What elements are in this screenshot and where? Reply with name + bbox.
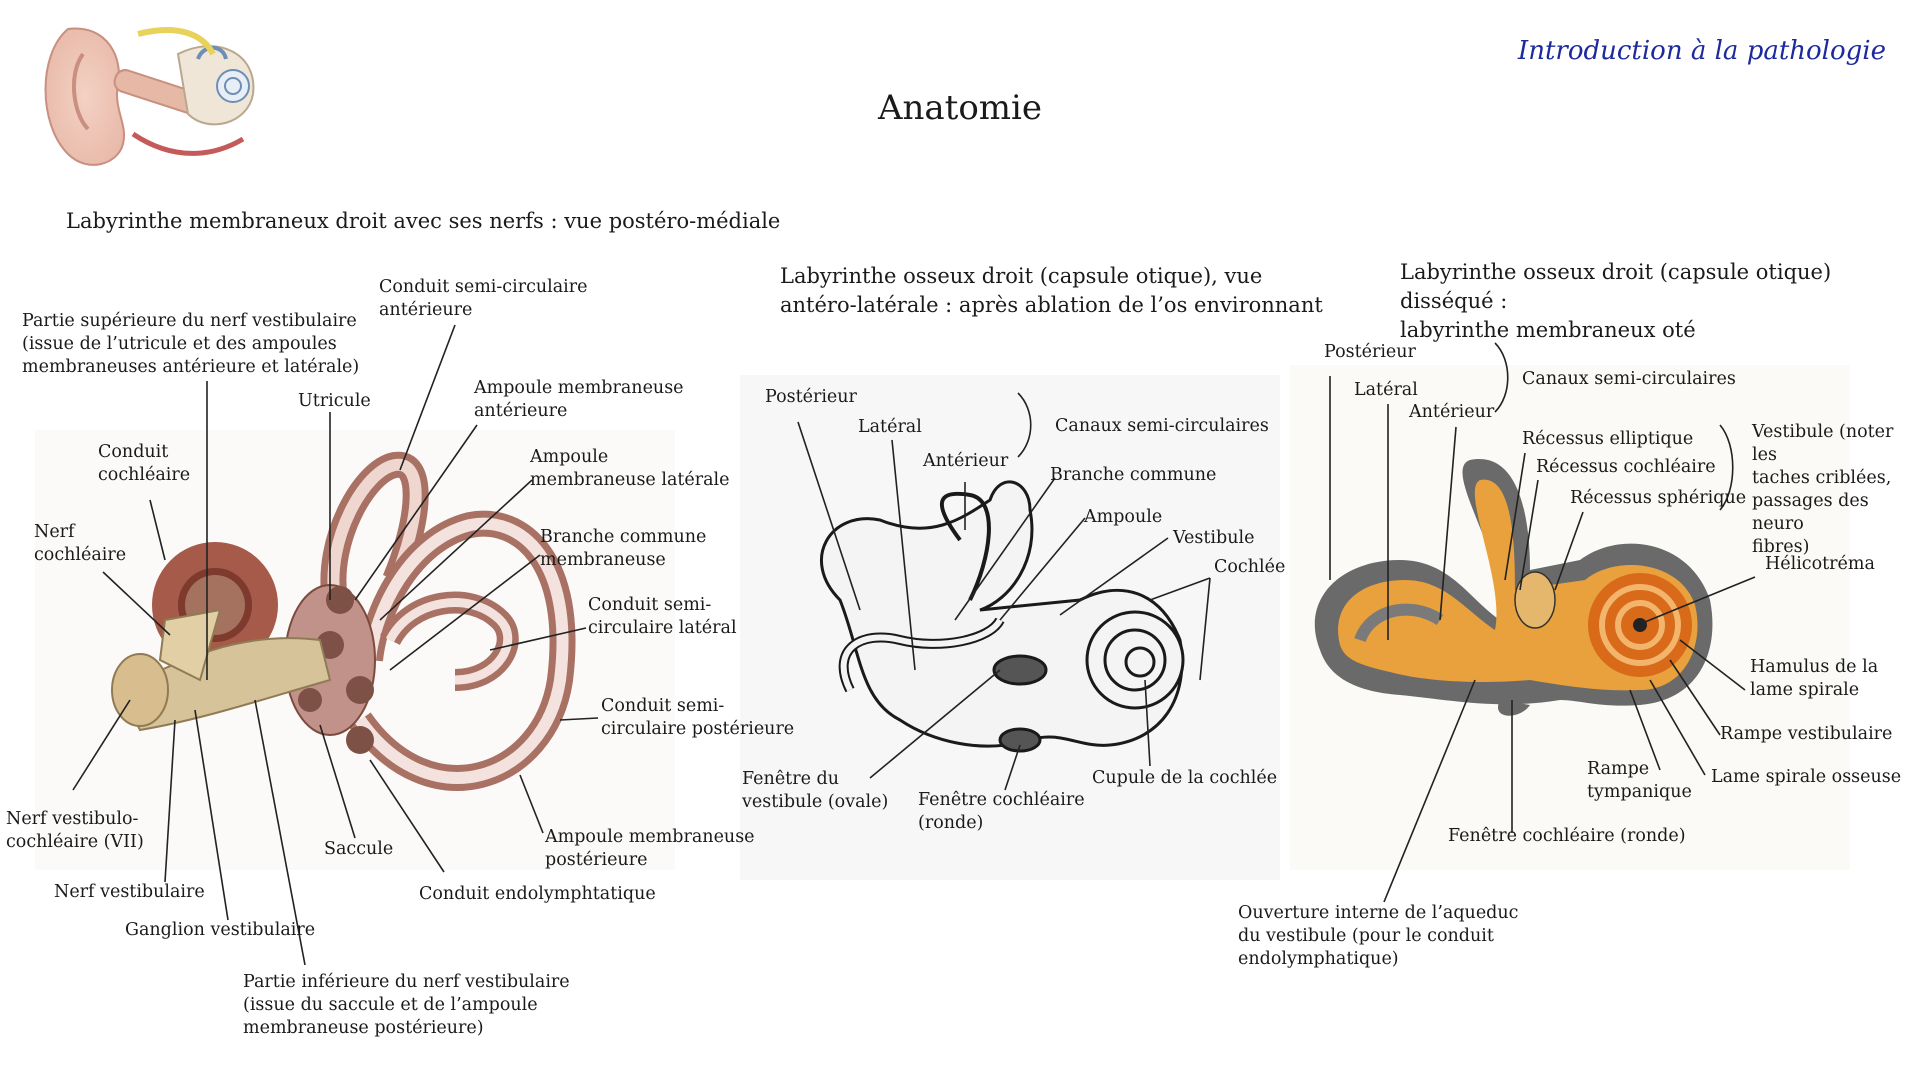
- label-p2-fenetre-cochleaire: Fenêtre cochléaire (ronde): [918, 790, 1085, 833]
- label-ampoule-anterieure: Ampoule membraneuse antérieure: [474, 378, 684, 421]
- dissected-labyrinth-drawing: [1314, 459, 1713, 716]
- label-branche-commune: Branche commune membraneuse: [540, 527, 707, 570]
- label-p2-canaux: Canaux semi-circulaires: [1055, 416, 1269, 436]
- ear-logo-illustration: [44, 27, 255, 166]
- panel2-leader-lines: [797, 392, 1211, 791]
- label-p2-anterieur: Antérieur: [923, 451, 1009, 471]
- panel3-leader-lines: [1329, 342, 1756, 903]
- label-ampoule-laterale: Ampoule membraneuse latérale: [530, 447, 730, 490]
- label-p3-canaux: Canaux semi-circulaires: [1522, 369, 1736, 389]
- label-p2-posterieur: Postérieur: [765, 387, 857, 407]
- label-conduit-sc-posterieur: Conduit semi- circulaire postérieure: [601, 696, 795, 739]
- label-conduit-sc-lateral: Conduit semi- circulaire latéral: [588, 595, 737, 638]
- label-nerf-cochleaire: Nerf cochléaire: [34, 522, 127, 565]
- page-title: Anatomie: [877, 88, 1043, 128]
- label-nerf-vestibulaire-inferieur: Partie inférieure du nerf vestibulaire (…: [243, 972, 570, 1038]
- label-p2-fenetre-vestibule: Fenêtre du vestibule (ovale): [742, 769, 889, 812]
- label-p2-cochlee: Cochlée: [1214, 557, 1286, 577]
- label-p3-rampe-tympanique: Rampe tympanique: [1587, 759, 1692, 802]
- label-ampoule-posterieure: Ampoule membraneuse postérieure: [545, 827, 755, 870]
- label-conduit-endolymphatique: Conduit endolymphtatique: [419, 884, 656, 904]
- label-utricule: Utricule: [298, 391, 371, 411]
- course-title: Introduction à la pathologie: [1517, 36, 1886, 66]
- label-p2-cupule: Cupule de la cochlée: [1092, 768, 1278, 788]
- label-p2-branche-commune: Branche commune: [1050, 465, 1217, 485]
- panel1-leader-lines: [72, 324, 599, 966]
- label-p2-ampoule: Ampoule: [1084, 507, 1163, 527]
- panel1-title: Labyrinthe membraneux droit avec ses ner…: [66, 209, 781, 233]
- label-p3-lame-spirale: Lame spirale osseuse: [1711, 767, 1902, 787]
- label-p3-recessus-elliptique: Récessus elliptique: [1522, 429, 1694, 449]
- panel2-title: Labyrinthe osseux droit (capsule otique)…: [780, 264, 1323, 317]
- label-p3-fenetre-cochleaire: Fenêtre cochléaire (ronde): [1448, 826, 1686, 846]
- label-p3-lateral: Latéral: [1354, 380, 1418, 400]
- label-saccule: Saccule: [324, 839, 394, 859]
- label-p2-lateral: Latéral: [858, 417, 922, 437]
- label-p3-posterieur: Postérieur: [1324, 342, 1416, 362]
- label-nerf-vestibulaire-superieur: Partie supérieure du nerf vestibulaire (…: [22, 311, 360, 377]
- label-p3-rampe-vestibulaire: Rampe vestibulaire: [1720, 724, 1893, 744]
- label-conduit-sc-anterieur: Conduit semi-circulaire antérieure: [379, 277, 588, 320]
- label-p2-vestibule: Vestibule: [1173, 528, 1255, 548]
- label-p3-recessus-cochleaire: Récessus cochléaire: [1536, 457, 1716, 477]
- label-conduit-cochleaire: Conduit cochléaire: [98, 442, 191, 485]
- label-p3-vestibule: Vestibule (noter les taches criblées, pa…: [1752, 422, 1894, 557]
- label-nerf-vestibulocochleaire: Nerf vestibulo- cochléaire (VII): [6, 809, 144, 852]
- membranous-labyrinth-drawing: [111, 451, 576, 791]
- label-nerf-vestibulaire: Nerf vestibulaire: [54, 882, 205, 902]
- label-p3-recessus-spherique: Récessus sphérique: [1570, 488, 1747, 508]
- label-p3-ouverture-aqueduc: Ouverture interne de l’aqueduc du vestib…: [1238, 903, 1519, 969]
- panel3-title: Labyrinthe osseux droit (capsule otique)…: [1400, 260, 1832, 342]
- label-p3-hamulus: Hamulus de la lame spirale: [1750, 657, 1879, 700]
- label-p3-anterieur: Antérieur: [1409, 402, 1495, 422]
- label-ganglion-vestibulaire: Ganglion vestibulaire: [125, 920, 316, 940]
- bony-labyrinth-drawing: [820, 480, 1185, 753]
- label-p3-helicotrema: Hélicotréma: [1765, 554, 1875, 574]
